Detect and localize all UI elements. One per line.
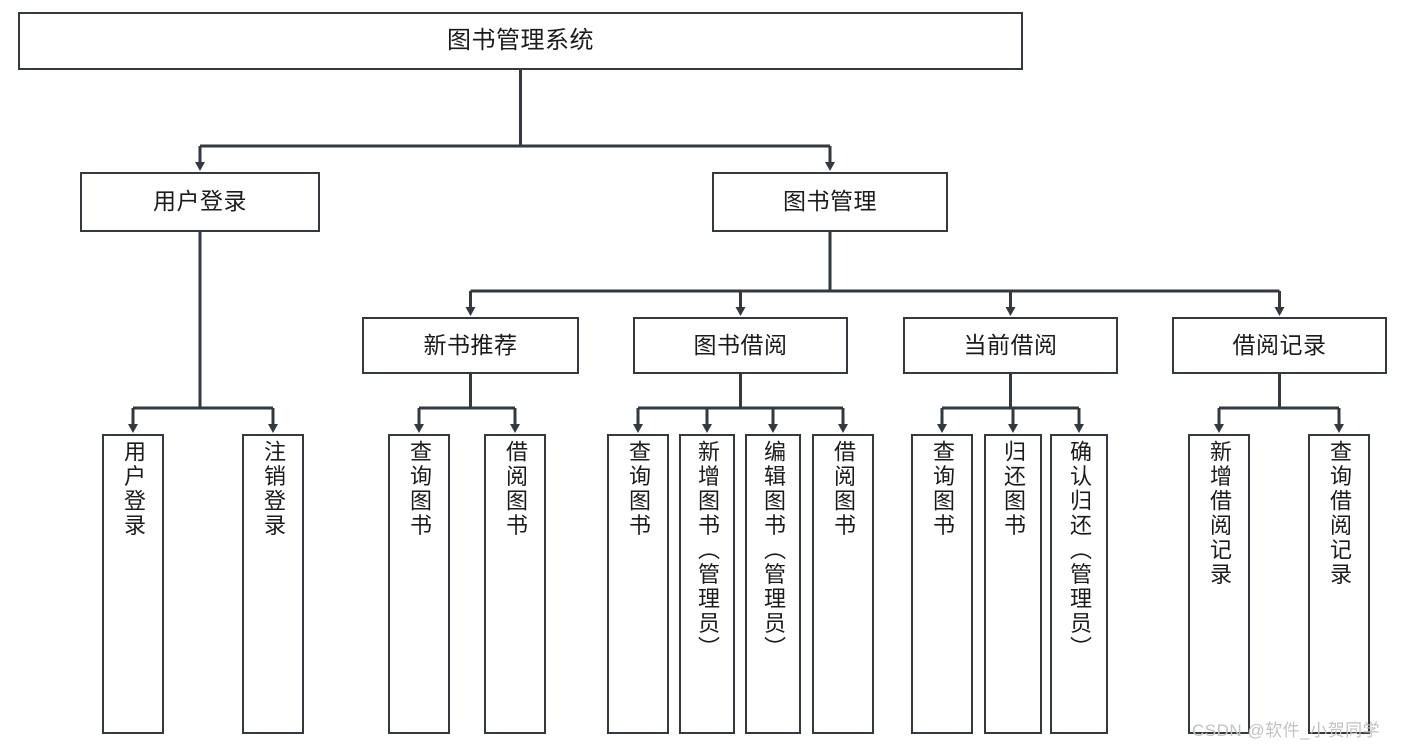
node-book-manage[interactable]: 图书管理 — [712, 172, 948, 232]
node-label: 图书管理系统 — [447, 26, 594, 54]
node-label: 用户登录 — [153, 188, 247, 215]
node-leaf-add-record[interactable]: 新增借阅记录 — [1188, 434, 1250, 734]
node-new-book-rec[interactable]: 新书推荐 — [362, 317, 579, 374]
node-label: 确认归还（管理员） — [1067, 440, 1092, 661]
node-leaf-user-login[interactable]: 用户登录 — [102, 434, 164, 734]
node-book-borrow[interactable]: 图书借阅 — [633, 317, 848, 374]
node-leaf-confirm-return[interactable]: 确认归还（管理员） — [1050, 434, 1108, 734]
node-user-login[interactable]: 用户登录 — [80, 172, 320, 232]
node-current-borrow[interactable]: 当前借阅 — [903, 317, 1118, 374]
node-label: 借阅图书 — [503, 440, 528, 538]
node-leaf-edit-book[interactable]: 编辑图书（管理员） — [745, 434, 801, 734]
node-label: 归还图书 — [1001, 440, 1026, 538]
node-label: 借阅图书 — [831, 440, 856, 538]
node-label: 图书管理 — [783, 188, 877, 215]
node-label: 编辑图书（管理员） — [761, 440, 786, 661]
node-label: 新增图书（管理员） — [695, 440, 720, 661]
node-label: 查询图书 — [626, 440, 651, 538]
node-leaf-return-book[interactable]: 归还图书 — [984, 434, 1042, 734]
node-label: 图书借阅 — [693, 331, 788, 358]
node-label: 新书推荐 — [423, 331, 518, 358]
node-label: 新增借阅记录 — [1207, 440, 1232, 587]
node-leaf-query-book-3[interactable]: 查询图书 — [911, 434, 973, 734]
node-label: 注销登录 — [261, 440, 286, 538]
watermark-csdn: CSDN @软件_小贺同学 — [1192, 721, 1381, 740]
node-borrow-record[interactable]: 借阅记录 — [1172, 317, 1387, 374]
node-label: 当前借阅 — [963, 331, 1058, 358]
node-leaf-add-book[interactable]: 新增图书（管理员） — [679, 434, 735, 734]
node-leaf-query-book-2[interactable]: 查询图书 — [607, 434, 669, 734]
node-label: 借阅记录 — [1232, 331, 1327, 358]
node-leaf-query-book-1[interactable]: 查询图书 — [388, 434, 450, 734]
node-label: 查询图书 — [930, 440, 955, 538]
node-label: 用户登录 — [121, 440, 146, 538]
node-label: 查询图书 — [407, 440, 432, 538]
node-label: 查询借阅记录 — [1327, 440, 1352, 587]
node-root[interactable]: 图书管理系统 — [18, 12, 1023, 70]
node-leaf-query-record[interactable]: 查询借阅记录 — [1308, 434, 1370, 734]
node-leaf-user-logout[interactable]: 注销登录 — [242, 434, 304, 734]
node-leaf-borrow-book-2[interactable]: 借阅图书 — [812, 434, 874, 734]
node-leaf-borrow-book-1[interactable]: 借阅图书 — [484, 434, 546, 734]
